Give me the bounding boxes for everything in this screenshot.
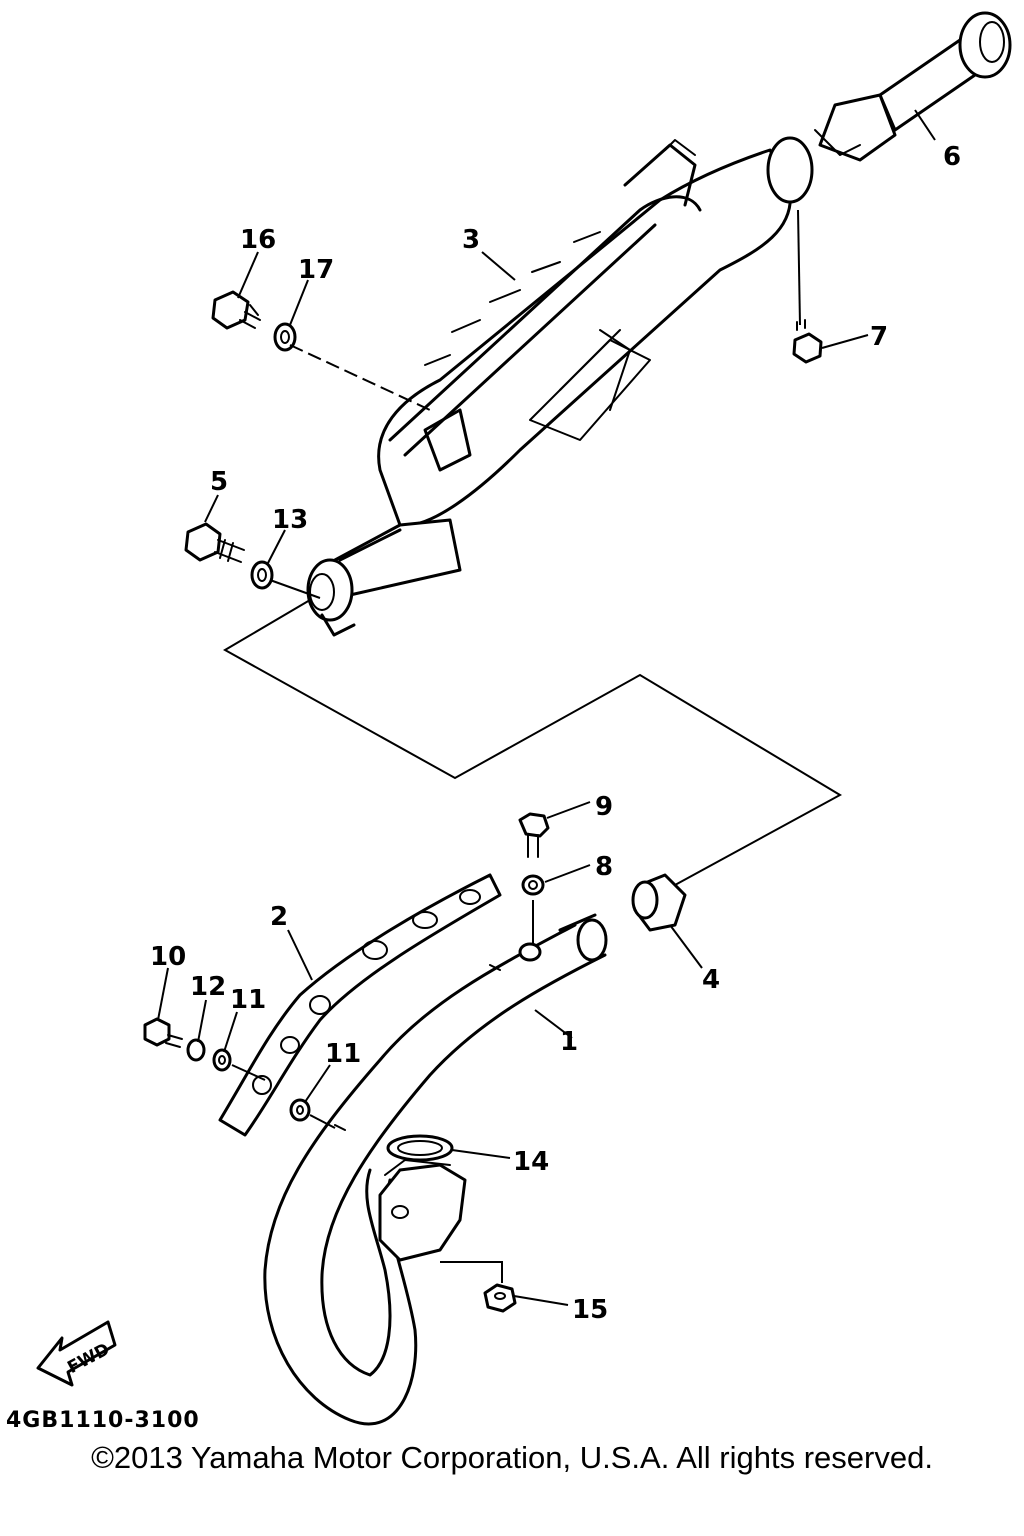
nut-part-15: [483, 1283, 517, 1313]
washer-part-8: [521, 874, 545, 896]
fwd-arrow-icon: FWD: [36, 1320, 117, 1387]
mount-line-11: [309, 1114, 336, 1129]
callout-6: 6: [943, 142, 961, 172]
mount-line-5: [269, 579, 321, 599]
callout-9: 9: [595, 792, 613, 822]
callout-10: 10: [150, 942, 186, 972]
callout-12: 12: [190, 972, 226, 1002]
callout-15: 15: [572, 1295, 608, 1325]
callout-3: 3: [462, 225, 480, 255]
callout-1: 1: [560, 1027, 578, 1057]
gasket-part-14: [386, 1134, 454, 1162]
bolt-part-16: [211, 290, 261, 330]
assembly-outline: [222, 599, 843, 886]
bolt-part-5: [184, 522, 245, 563]
callout-16: 16: [240, 225, 276, 255]
callout-11-upper: 11: [230, 985, 266, 1015]
flange-pipe-joint: [378, 1159, 467, 1262]
callout-8: 8: [595, 852, 613, 882]
copyright-notice: ©2013 Yamaha Motor Corporation, U.S.A. A…: [91, 1440, 933, 1475]
tail-pipe-part-6: [814, 11, 1012, 162]
bolt-part-9: [518, 812, 550, 858]
callout-2: 2: [270, 902, 288, 932]
drawing-code: 4GB1110-3100: [6, 1408, 200, 1433]
bolt-part-10: [143, 1017, 183, 1048]
mount-line-7: [797, 209, 801, 326]
bolt-part-7: [792, 319, 823, 364]
callout-11-lower: 11: [325, 1039, 361, 1069]
silencer-part-3: [306, 136, 814, 637]
callout-7: 7: [870, 322, 888, 352]
callout-4: 4: [702, 965, 720, 995]
callout-17: 17: [298, 255, 334, 285]
washer-part-17: [273, 322, 297, 352]
mount-line-10: [231, 1064, 266, 1081]
callout-5: 5: [210, 467, 228, 497]
gasket-part-4: [631, 873, 687, 932]
washer-part-13: [250, 560, 274, 590]
exhaust-pipe-part-1: [263, 913, 608, 1426]
pipe-boss: [518, 942, 542, 962]
protector-part-2: [218, 873, 502, 1137]
mount-line-16: [289, 344, 431, 411]
callout-14: 14: [513, 1147, 549, 1177]
callout-13: 13: [272, 505, 308, 535]
washer-part-11-b: [289, 1098, 311, 1122]
washer-part-12: [186, 1038, 206, 1062]
washer-part-11-a: [212, 1048, 232, 1072]
mount-line-15: [440, 1261, 503, 1283]
callout-leaders: [157, 109, 936, 1306]
